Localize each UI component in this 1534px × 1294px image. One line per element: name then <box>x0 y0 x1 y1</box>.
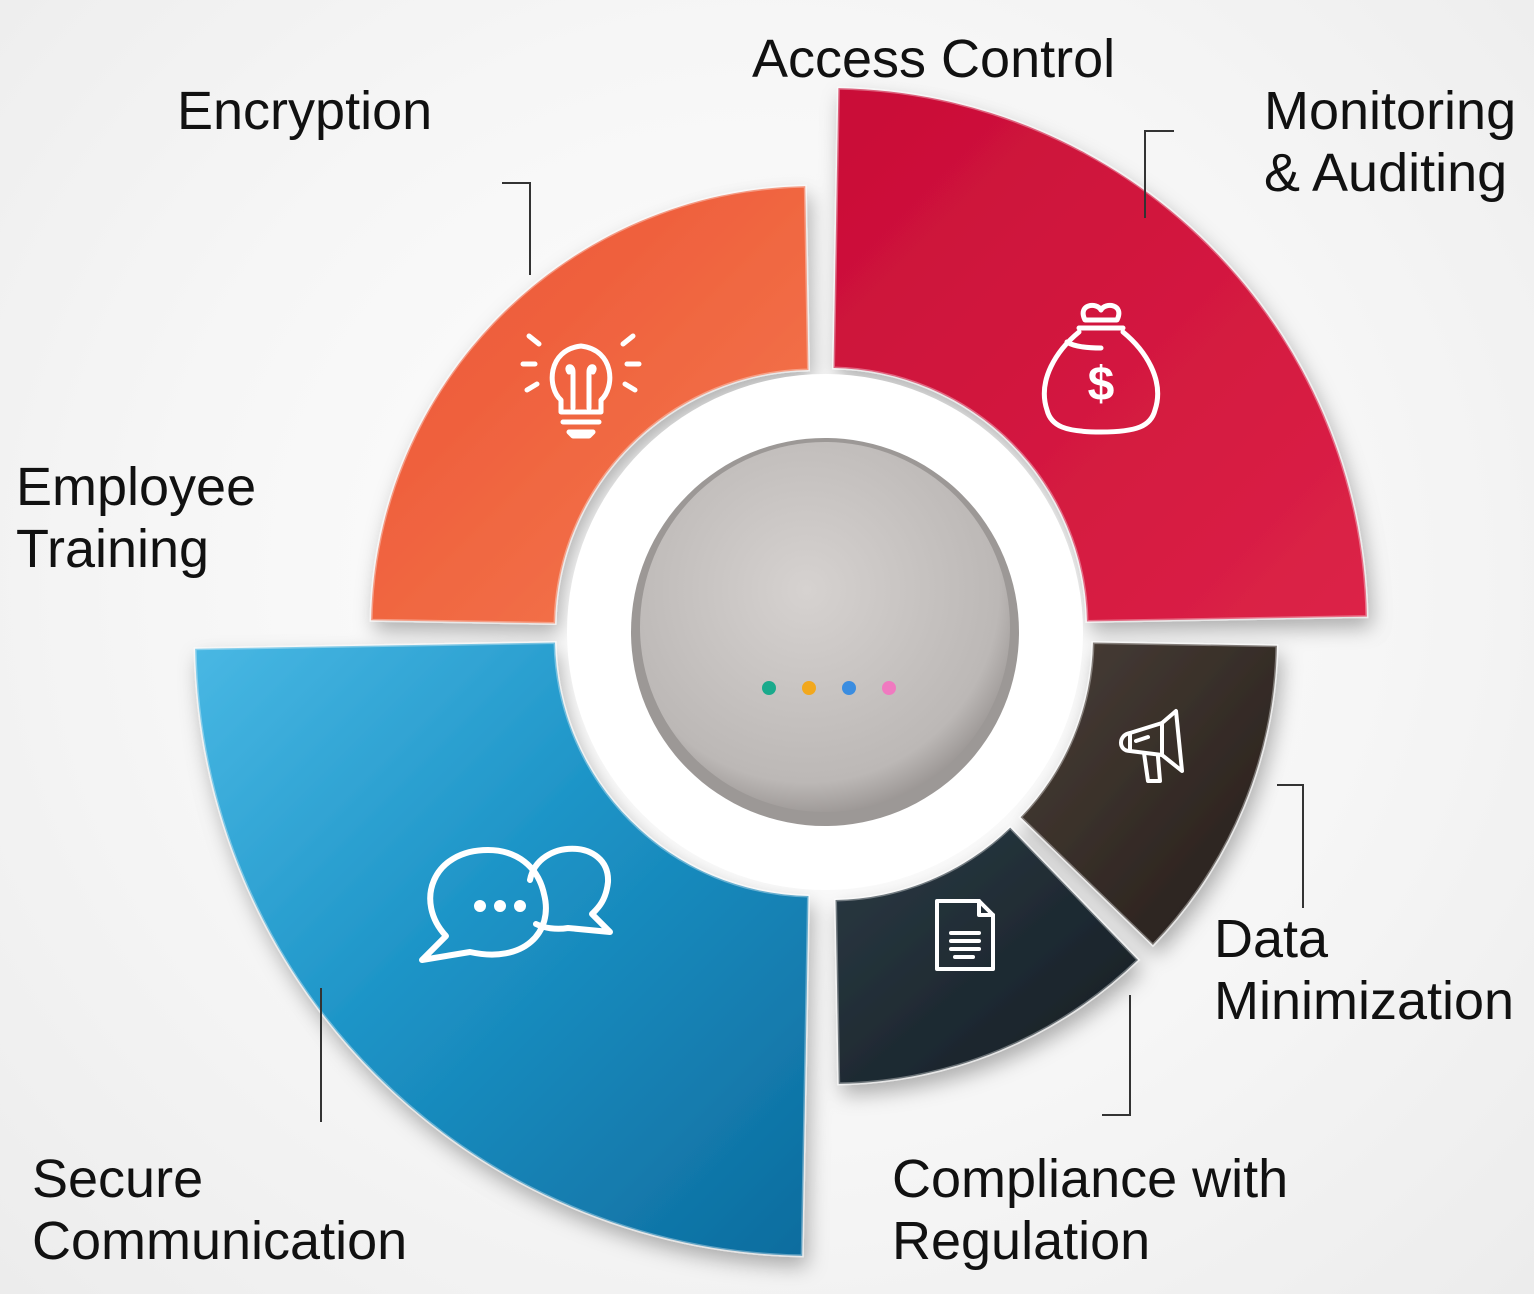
compliance-line-1: Compliance with <box>892 1149 1289 1209</box>
compliance-label: Compliance with Regulation <box>892 1148 1288 1272</box>
secure-communication-label: Secure Communication <box>32 1148 407 1272</box>
money-bag-icon: $ <box>1041 302 1161 435</box>
data-minimization-segment <box>1018 640 1279 948</box>
monitoring-leader-line <box>1144 130 1174 218</box>
center-dot <box>842 681 856 695</box>
data-minimization-leader-line <box>1277 784 1304 908</box>
encryption-label: Encryption <box>177 81 433 141</box>
center-dot <box>802 681 816 695</box>
employee-training-line-2: Training <box>16 519 210 579</box>
access-control-label: Access Control <box>752 29 1116 89</box>
secure-communication-segment <box>193 640 811 1258</box>
lightbulb-icon <box>520 333 642 439</box>
document-icon <box>935 899 995 971</box>
data-minimization-label: Data Minimization <box>1214 908 1514 1032</box>
monitoring-line-2: & Auditing <box>1264 143 1508 203</box>
megaphone-icon <box>1119 709 1184 783</box>
svg-text:$: $ <box>1088 358 1115 411</box>
employee-training-label: Employee Training <box>16 456 256 580</box>
encryption-leader-line <box>502 182 531 275</box>
center-dot <box>762 681 776 695</box>
chat-bubbles-icon <box>419 845 613 963</box>
employee-training-line-1: Employee <box>16 457 257 517</box>
secure-communication-line-1: Secure <box>32 1149 204 1209</box>
center-dot <box>882 681 896 695</box>
compliance-leader-line <box>1102 995 1131 1116</box>
hub-disc <box>640 442 1010 812</box>
monitoring-line-1: Monitoring <box>1264 81 1517 141</box>
monitoring-segment <box>831 86 1369 624</box>
compliance-segment <box>833 825 1141 1086</box>
monitoring-auditing-label: Monitoring & Auditing <box>1264 80 1516 204</box>
data-minimization-line-1: Data <box>1214 909 1329 969</box>
compliance-line-2: Regulation <box>892 1211 1151 1271</box>
data-minimization-line-2: Minimization <box>1214 971 1515 1031</box>
secure-communication-line-2: Communication <box>32 1211 408 1271</box>
